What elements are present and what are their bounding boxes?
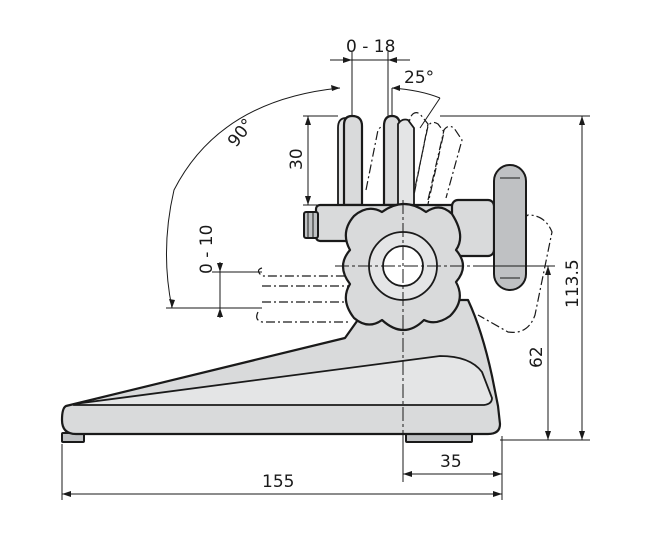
jaws — [337, 114, 415, 213]
side-knob — [493, 164, 527, 291]
height-adjust-label: 0 - 10 — [197, 225, 217, 274]
clamp-screw — [303, 211, 319, 239]
base-top-panel — [73, 355, 493, 406]
pad-offset-label: 35 — [440, 452, 462, 472]
center-lines — [335, 200, 480, 440]
jaw-height-label: 30 — [287, 148, 307, 170]
jaw-opening-label: 0 - 18 — [346, 37, 395, 57]
pivot-height-label: 62 — [527, 346, 547, 368]
dimension-lines — [61, 52, 590, 500]
base-length-label: 155 — [262, 472, 294, 492]
side-knob-grip — [493, 164, 527, 291]
left-jaw — [342, 114, 364, 207]
right-jaw-outer — [397, 118, 415, 211]
tilt-angle-label: 25° — [404, 68, 434, 88]
swing-angle-label: 90° — [224, 115, 258, 151]
stand-base — [60, 298, 502, 443]
total-height-label: 113.5 — [563, 259, 583, 308]
